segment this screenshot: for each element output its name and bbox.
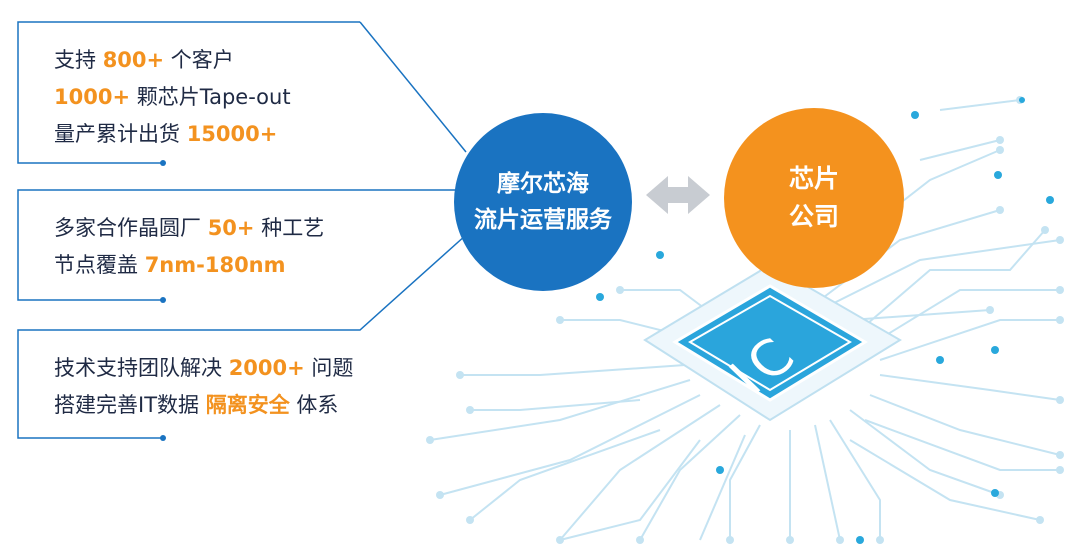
body-text: 多家合作晶圆厂 [54, 216, 208, 240]
highlight-text: 15000+ [186, 122, 278, 146]
body-text: 个客户 [164, 48, 234, 72]
service-circle: 摩尔芯海 流片运营服务 [454, 113, 632, 291]
chip-company-line1: 芯片 [788, 164, 839, 193]
ic-chip [643, 263, 902, 422]
box-1-line: 量产累计出货 15000+ [54, 116, 291, 153]
body-text: 节点覆盖 [54, 253, 145, 277]
body-text: 支持 [54, 48, 103, 72]
service-circle-line1: 摩尔芯海 [497, 171, 589, 197]
highlight-text: 隔离安全 [205, 393, 290, 417]
highlight-text: 800+ [102, 48, 165, 72]
chip-company-circle: 芯片 公司 [724, 108, 904, 288]
body-text: 颗芯片Tape-out [130, 85, 291, 109]
body-text: 量产累计出货 [54, 122, 187, 146]
box-3-text: 技术支持团队解决 2000+ 问题搭建完善IT数据 隔离安全 体系 [54, 350, 353, 424]
body-text: 体系 [289, 393, 339, 417]
body-text: 搭建完善IT数据 [54, 393, 206, 417]
box-2-line: 节点覆盖 7nm-180nm [54, 247, 324, 284]
box-3-line: 技术支持团队解决 2000+ 问题 [54, 350, 353, 387]
double-arrow-icon [646, 176, 710, 214]
highlight-text: 7nm-180nm [144, 253, 286, 277]
box-2-line: 多家合作晶圆厂 50+ 种工艺 [54, 210, 324, 247]
box-3-line: 搭建完善IT数据 隔离安全 体系 [54, 387, 353, 424]
highlight-text: 50+ [207, 216, 255, 240]
box-outlines [17, 21, 467, 439]
chip-company-line2: 公司 [788, 202, 839, 231]
body-text: 种工艺 [254, 216, 325, 240]
body-text: 问题 [304, 356, 354, 380]
service-circle-line2: 流片运营服务 [474, 207, 612, 233]
box-1-line: 支持 800+ 个客户 [54, 42, 291, 79]
circuit-traces [429, 99, 1061, 541]
body-text: 技术支持团队解决 [54, 356, 229, 380]
circuit-accent-nodes [596, 97, 1054, 544]
box-2-text: 多家合作晶圆厂 50+ 种工艺节点覆盖 7nm-180nm [54, 210, 324, 284]
highlight-text: 1000+ [54, 85, 131, 109]
box-1-line: 1000+ 颗芯片Tape-out [54, 79, 291, 116]
highlight-text: 2000+ [228, 356, 305, 380]
